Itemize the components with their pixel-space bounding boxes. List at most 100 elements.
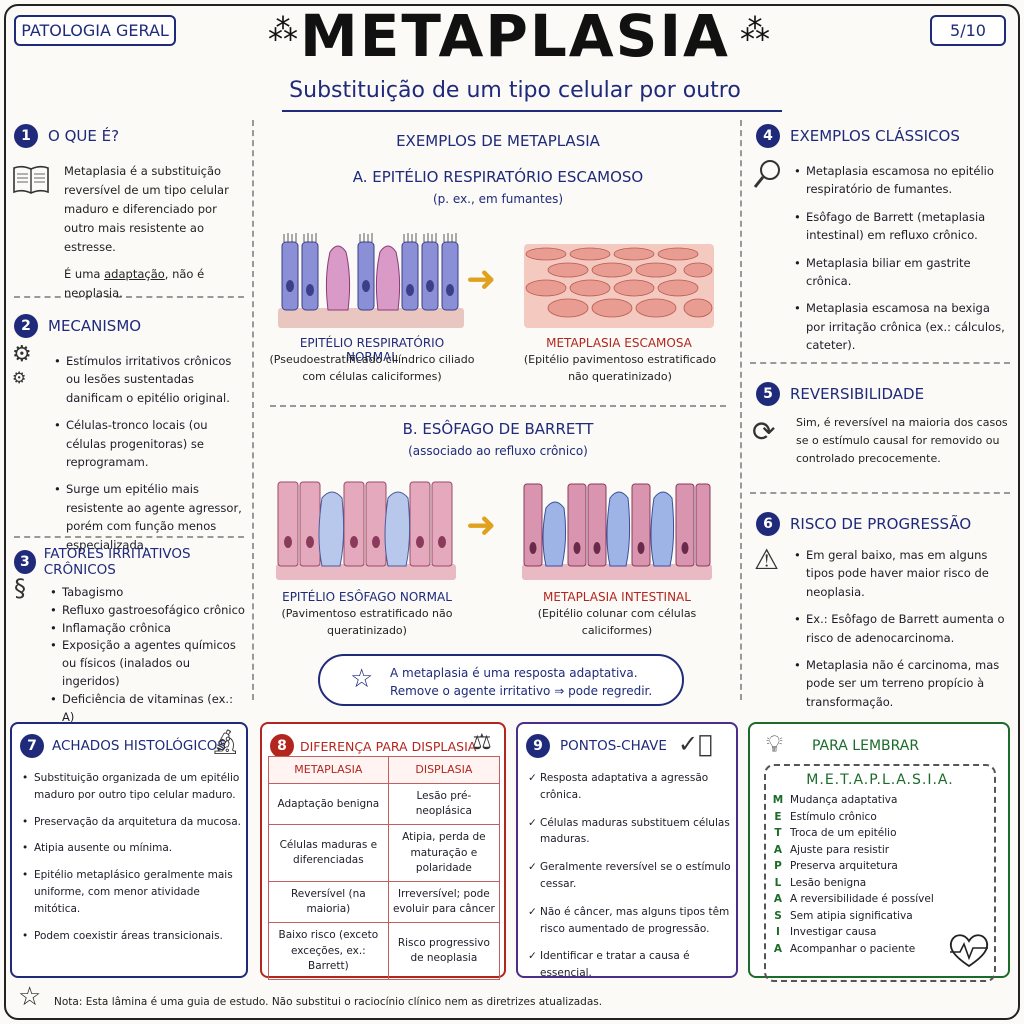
- section-classic-examples: 4 EXEMPLOS CLÁSSICOS Metaplasia escamosa…: [756, 124, 1012, 364]
- definition-text: Metaplasia é a substituição reversível d…: [64, 164, 229, 254]
- list-item: Metaplasia escamosa no epitélio respirat…: [792, 162, 1012, 199]
- arrow-right-icon: ➜: [466, 259, 497, 300]
- list-item: Resposta adaptativa a agressão crônica.: [526, 770, 732, 804]
- check-circle-icon: ✓⃝: [678, 730, 713, 758]
- mnemonic-row: L Lesão benigna: [766, 875, 994, 892]
- mnemonic-letter: A: [773, 893, 783, 905]
- section-number: 9: [526, 734, 550, 758]
- list-item: Células maduras substituem células madur…: [526, 815, 732, 849]
- list-item: Substituição organizada de um epitélio m…: [20, 770, 242, 804]
- mechanism-list: Estímulos irritativos crônicos ou lesões…: [52, 352, 246, 554]
- page-title: METAPLASIA: [300, 2, 730, 70]
- list-item: Geralmente reversível se o estímulo cess…: [526, 859, 732, 893]
- list-item: Metaplasia não é carcinoma, mas pode ser…: [792, 656, 1012, 711]
- section-title-text: DIFERENÇA PARA DISPLASIA: [300, 738, 477, 754]
- mnemonic-word: M.E.T.A.P.L.A.S.I.A.: [806, 772, 954, 788]
- section-number: 5: [756, 382, 780, 406]
- intestinal-metaplasia-illustration: [522, 483, 712, 580]
- risk-list: Em geral baixo, mas em alguns tipos pode…: [792, 546, 1012, 711]
- respiratory-normal-illustration: [278, 233, 464, 328]
- dysplasia-difference-box: 8 DIFERENÇA PARA DISPLASIA ⚖ METAPLASIA …: [260, 722, 506, 981]
- list-item: Em geral baixo, mas em alguns tipos pode…: [792, 546, 1012, 601]
- arrow-right-icon: ➜: [466, 505, 497, 546]
- mnemonic-text: Acompanhar o paciente: [790, 942, 916, 955]
- section-number: 2: [14, 314, 38, 338]
- adaptation-word: adaptação: [104, 266, 165, 281]
- burst-right-icon: ⁂: [740, 13, 770, 48]
- divider-right: [740, 120, 742, 700]
- intestinal-metaplasia-text: (Epitélio colunar com células caliciform…: [537, 607, 697, 637]
- table-cell: Baixo risco (exceto exceções, ex.: Barre…: [268, 922, 389, 981]
- section-title: 2 MECANISMO: [14, 314, 246, 338]
- section-title: 4 EXEMPLOS CLÁSSICOS: [756, 124, 1012, 148]
- magnifier-icon: [752, 158, 782, 194]
- mnemonic-text: Mudança adaptativa: [790, 794, 898, 806]
- table-cell: Atipia, perda de maturação e polaridade: [387, 824, 501, 883]
- mnemonic-letter: L: [774, 876, 782, 889]
- mnemonic-text: Ajuste para resistir: [790, 843, 890, 856]
- star-icon: ☆: [18, 982, 42, 1012]
- squamous-metaplasia-title: METAPLASIA ESCAMOSA: [546, 336, 692, 350]
- section-title: 7 ACHADOS HISTOLÓGICOS: [20, 734, 226, 758]
- table-cell: Adaptação benigna: [268, 782, 389, 826]
- list-item: Não é câncer, mas alguns tipos têm risco…: [526, 904, 732, 938]
- section-title: 5 REVERSIBILIDADE: [756, 382, 1012, 406]
- section-title-text: RISCO DE PROGRESSÃO: [790, 515, 972, 533]
- section-title: 8 DIFERENÇA PARA DISPLASIA: [270, 734, 476, 758]
- callout-text: A metaplasia é uma resposta adaptativa. …: [390, 664, 652, 700]
- key-points-list: Resposta adaptativa a agressão crônica. …: [526, 770, 732, 993]
- mnemonic-letter: I: [776, 926, 780, 938]
- mnemonic-letter: A: [773, 942, 783, 955]
- adaptation-pre: É uma: [64, 266, 105, 281]
- mnemonic-letter: T: [774, 827, 782, 839]
- section-title: 3 FATORES IRRITATIVOS CRÔNICOS: [14, 546, 246, 578]
- example-a-subtitle: (p. ex., em fumantes): [432, 192, 564, 206]
- mnemonic-row: A Ajuste para resistir: [766, 842, 994, 859]
- squamous-metaplasia-text: (Epitélio pavimentoso estratificado não …: [523, 353, 717, 383]
- section-title-text: FATORES IRRITATIVOS CRÔNICOS: [43, 546, 191, 578]
- adaptation-note: É uma adaptação, não é neoplasia.: [64, 265, 246, 303]
- heart-pulse-icon: [946, 930, 992, 974]
- list-item: Epitélio metaplásico geralmente mais uni…: [20, 867, 242, 917]
- list-item: Preservação da arquitetura da mucosa.: [20, 814, 242, 831]
- list-item: Tabagismo: [48, 584, 246, 602]
- list-item: Podem coexistir áreas transicionais.: [20, 928, 242, 945]
- page-frame: [4, 4, 1020, 1020]
- subject-tag: PATOLOGIA GERAL: [14, 15, 176, 46]
- list-item: Exposição a agentes químicos ou físicos …: [48, 637, 246, 690]
- adaptive-response-callout: ☆ A metaplasia é uma resposta adaptativa…: [318, 654, 684, 706]
- table-header: DISPLASIA: [387, 756, 501, 784]
- scales-icon: ⚖: [472, 730, 492, 755]
- list-item: Identificar e tratar a causa é essencial…: [526, 948, 732, 982]
- example-a-title: A. EPITÉLIO RESPIRATÓRIO ESCAMOSO: [352, 168, 644, 186]
- section-title-text: ACHADOS HISTOLÓGICOS: [52, 738, 226, 754]
- mnemonic-letter: A: [773, 843, 783, 856]
- mnemonic-text: Lesão benigna: [790, 876, 867, 889]
- list-item: Inflamação crônica: [48, 620, 246, 638]
- callout-line-1: A metaplasia é uma resposta adaptativa.: [390, 666, 638, 680]
- esophagus-normal-title: EPITÉLIO ESÔFAGO NORMAL: [282, 590, 452, 604]
- list-item: Refluxo gastroesofágico crônico: [48, 602, 246, 620]
- divider-s5: [750, 492, 1010, 494]
- table-cell: Irreversível; pode evoluir para câncer: [387, 881, 501, 924]
- section-title-text: EXEMPLOS CLÁSSICOS: [790, 127, 960, 145]
- smoke-icon: §: [14, 574, 26, 602]
- list-item: Estímulos irritativos crônicos ou lesões…: [52, 352, 246, 407]
- mnemonic-text: Sem atipia significativa: [790, 909, 913, 922]
- list-item: Esôfago de Barrett (metaplasia intestina…: [792, 208, 1012, 245]
- table-cell: Lesão pré-neoplásica: [387, 782, 501, 826]
- table-header: METAPLASIA: [268, 756, 389, 784]
- section-title-text: O QUE É?: [48, 127, 120, 145]
- lightbulb-icon: 💡︎: [766, 730, 783, 758]
- list-item: Metaplasia escamosa na bexiga por irrita…: [792, 299, 1012, 354]
- classic-examples-list: Metaplasia escamosa no epitélio respirat…: [792, 162, 1012, 355]
- list-item: Surge um epitélio mais resistente ao age…: [52, 480, 246, 554]
- section-number: 8: [270, 734, 294, 758]
- mnemonic-text: A reversibilidade é possível: [790, 893, 934, 905]
